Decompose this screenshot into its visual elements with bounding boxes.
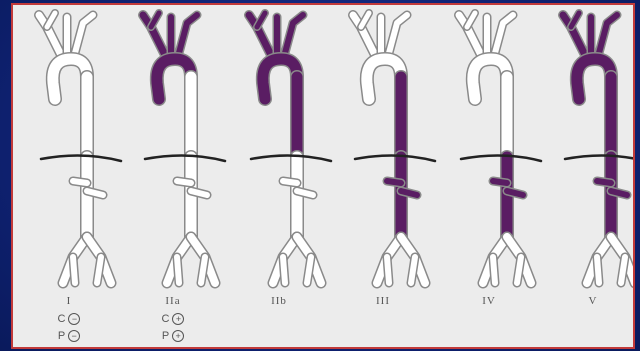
diagram-panel: I IIa IIb III IV V C− P− C+ P+ bbox=[11, 3, 635, 349]
side-branch bbox=[177, 181, 191, 183]
left-iliac-branch bbox=[73, 257, 75, 283]
side-branch bbox=[611, 191, 627, 195]
left-iliac-branch bbox=[283, 257, 285, 283]
side-branch bbox=[507, 191, 523, 195]
branch-vessel bbox=[599, 15, 617, 53]
aorta-diagram bbox=[13, 5, 633, 347]
branch-vessel bbox=[257, 13, 265, 27]
right-iliac-branch bbox=[201, 257, 205, 283]
type-label-iia: IIa bbox=[153, 295, 193, 307]
side-branch bbox=[297, 191, 313, 195]
side-branch bbox=[87, 191, 103, 195]
right-iliac-branch bbox=[97, 257, 101, 283]
left-iliac-branch bbox=[177, 257, 179, 283]
marker-p-type-i: P− bbox=[49, 330, 89, 342]
diaphragm-line bbox=[565, 155, 633, 161]
side-branch bbox=[191, 191, 207, 195]
right-iliac-branch bbox=[411, 257, 415, 283]
side-branch bbox=[73, 181, 87, 183]
branch-vessel bbox=[361, 13, 369, 27]
branch-vessel bbox=[47, 13, 55, 27]
side-branch bbox=[283, 181, 297, 183]
branch-vessel bbox=[285, 15, 303, 53]
side-branch bbox=[387, 181, 401, 183]
marker-c-type-iia: C+ bbox=[153, 313, 193, 325]
branch-vessel bbox=[389, 15, 407, 53]
side-branch bbox=[597, 181, 611, 183]
type-label-iv: IV bbox=[469, 295, 509, 307]
type-label-v: V bbox=[573, 295, 613, 307]
right-iliac-branch bbox=[307, 257, 311, 283]
type-label-i: I bbox=[49, 295, 89, 307]
marker-p-type-iia: P+ bbox=[153, 330, 193, 342]
type-label-iii: III bbox=[363, 295, 403, 307]
branch-vessel bbox=[495, 15, 513, 53]
branch-vessel bbox=[179, 15, 197, 53]
right-iliac-branch bbox=[621, 257, 625, 283]
branch-vessel bbox=[571, 13, 579, 27]
marker-c-type-i: C− bbox=[49, 313, 89, 325]
branch-vessel bbox=[151, 13, 159, 27]
right-iliac-branch bbox=[517, 257, 521, 283]
branch-vessel bbox=[467, 13, 475, 27]
side-branch bbox=[493, 181, 507, 183]
type-label-iib: IIb bbox=[259, 295, 299, 307]
left-iliac-branch bbox=[493, 257, 495, 283]
left-iliac-branch bbox=[387, 257, 389, 283]
side-branch bbox=[401, 191, 417, 195]
left-iliac-branch bbox=[597, 257, 599, 283]
branch-vessel bbox=[75, 15, 93, 53]
